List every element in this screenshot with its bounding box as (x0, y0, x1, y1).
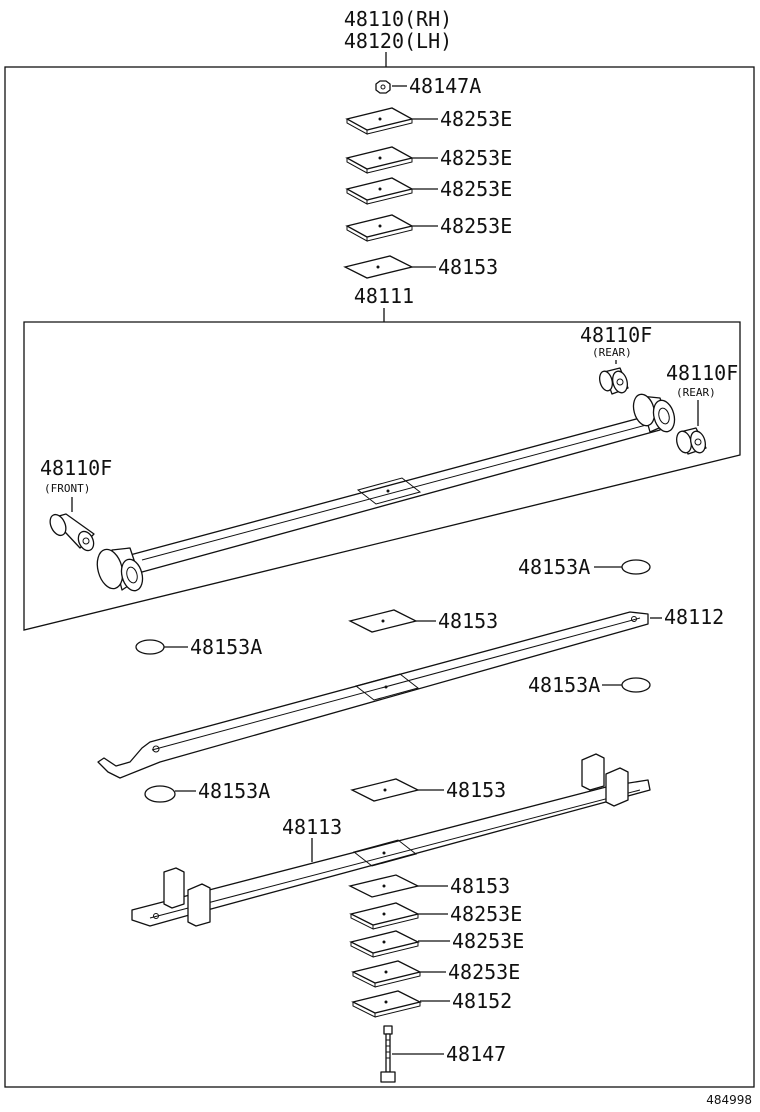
label-48153-top: 48153 (438, 255, 498, 279)
label-48110f-rear-2: 48110F (666, 361, 738, 385)
pad-48153a-2 (135, 639, 165, 655)
label-48153-low: 48153 (446, 778, 506, 802)
label-48153a-4: 48153A (198, 779, 270, 803)
liner-48153-bottom (348, 874, 420, 898)
leaf-48112 (97, 611, 649, 779)
pad-48153a-3 (621, 677, 651, 693)
pad-48253e-1 (345, 107, 414, 135)
label-48253e-1: 48253E (440, 107, 512, 131)
pad-48153a-1 (621, 559, 651, 575)
pad-48253e-b1 (349, 902, 420, 930)
label-48253e-3: 48253E (440, 177, 512, 201)
assembly-number-lh: 48120(LH) (344, 29, 452, 53)
label-48111: 48111 (354, 284, 414, 308)
label-48153a-1: 48153A (518, 555, 590, 579)
pad-48153a-4 (144, 785, 176, 803)
label-48253e-2: 48253E (440, 146, 512, 170)
label-48113: 48113 (282, 815, 342, 839)
label-48110f-front: 48110F (40, 456, 112, 480)
nut-48147a (375, 80, 391, 94)
label-48110f-rear-1: 48110F (580, 323, 652, 347)
main-leaf-48111 (96, 393, 676, 592)
liner-48153-low (350, 778, 420, 802)
outer-frame (4, 66, 755, 1088)
label-48253e-4: 48253E (440, 214, 512, 238)
label-48110f-rear-2-sub: (REAR) (676, 386, 716, 399)
label-48112: 48112 (664, 605, 724, 629)
pad-48253e-b3 (351, 960, 422, 988)
label-48153-mid: 48153 (438, 609, 498, 633)
main-leaf-frame (23, 321, 741, 631)
pad-48253e-3 (345, 177, 414, 205)
label-48147a: 48147A (409, 74, 481, 98)
bushing-48110f-rear-1 (599, 367, 629, 395)
leaf-48113 (131, 753, 651, 927)
pad-48253e-b2 (349, 930, 420, 958)
pad-48152 (351, 990, 422, 1018)
label-48253e-b2: 48253E (452, 929, 524, 953)
label-48110f-front-sub: (FRONT) (44, 482, 90, 495)
bushing-48110f-front (49, 513, 95, 552)
label-48110f-rear-1-sub: (REAR) (592, 346, 632, 359)
reference-number: 484998 (706, 1093, 752, 1107)
label-48253e-b1: 48253E (450, 902, 522, 926)
bolt-48147 (380, 1025, 396, 1083)
pad-48253e-4 (345, 214, 414, 242)
label-48153-bottom: 48153 (450, 874, 510, 898)
label-48153a-2: 48153A (190, 635, 262, 659)
label-48152: 48152 (452, 989, 512, 1013)
pad-48253e-2 (345, 146, 414, 174)
label-48153a-3: 48153A (528, 673, 600, 697)
label-48253e-b3: 48253E (448, 960, 520, 984)
liner-48153-top (343, 255, 414, 279)
bushing-48110f-rear-2 (676, 427, 707, 455)
assembly-number-rh: 48110(RH) (344, 7, 452, 31)
liner-48153-mid (348, 609, 418, 633)
label-48147: 48147 (446, 1042, 506, 1066)
